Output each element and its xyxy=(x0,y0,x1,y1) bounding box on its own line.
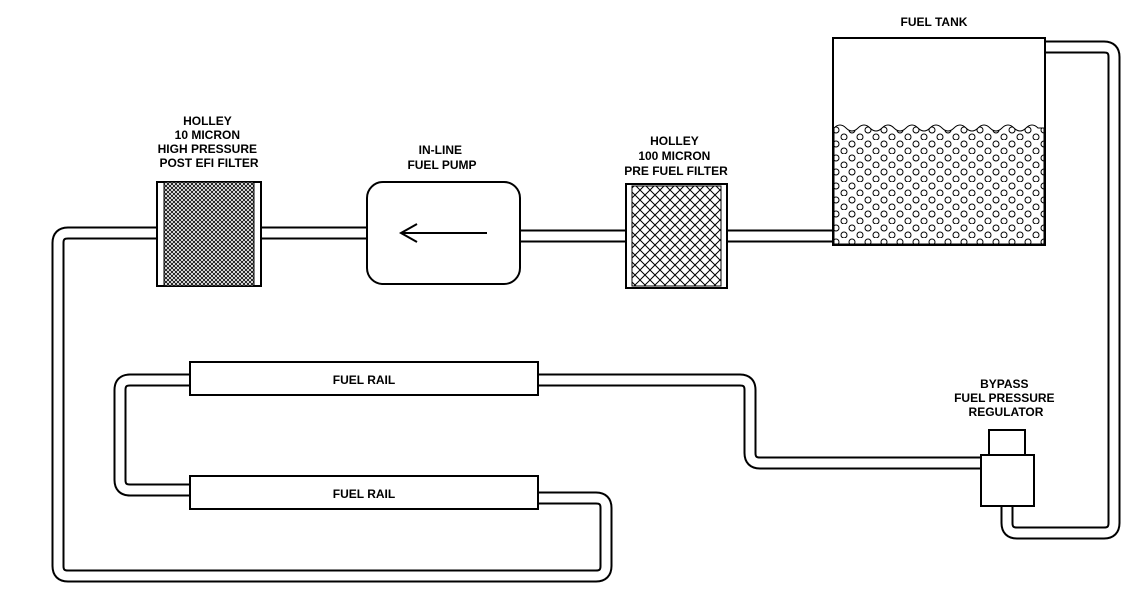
fuel-lines xyxy=(51,40,1121,583)
fuel-rail-top: FUEL RAIL xyxy=(189,361,539,396)
fuel-tank: FUEL TANK xyxy=(832,15,1046,246)
flow-arrow-icon xyxy=(398,223,487,243)
line-rail-to-regulator xyxy=(538,373,981,470)
fuel-rail-bottom: FUEL RAIL xyxy=(189,475,539,510)
fuel-rail-bottom-label: FUEL RAIL xyxy=(333,487,395,501)
post-filter-label: HOLLEY 10 MICRON HIGH PRESSURE POST EFI … xyxy=(158,114,261,170)
pre-fuel-filter: HOLLEY 100 MICRON PRE FUEL FILTER xyxy=(624,134,728,289)
post-efi-filter: HOLLEY 10 MICRON HIGH PRESSURE POST EFI … xyxy=(156,114,262,287)
line-postfilter-to-bottom-rail xyxy=(51,226,613,583)
regulator-label: BYPASS FUEL PRESSURE REGULATOR xyxy=(954,377,1058,419)
fuel-level xyxy=(833,124,1045,245)
pre-filter-label: HOLLEY 100 MICRON PRE FUEL FILTER xyxy=(624,134,728,178)
bypass-fuel-pressure-regulator: BYPASS FUEL PRESSURE REGULATOR xyxy=(954,377,1058,507)
inline-fuel-pump: IN-LINE FUEL PUMP xyxy=(366,143,521,285)
fuel-rail-top-label: FUEL RAIL xyxy=(333,373,395,387)
fuel-tank-label: FUEL TANK xyxy=(901,15,968,29)
line-rail-crossover xyxy=(113,373,190,497)
fuel-pump-label: IN-LINE FUEL PUMP xyxy=(407,143,476,172)
